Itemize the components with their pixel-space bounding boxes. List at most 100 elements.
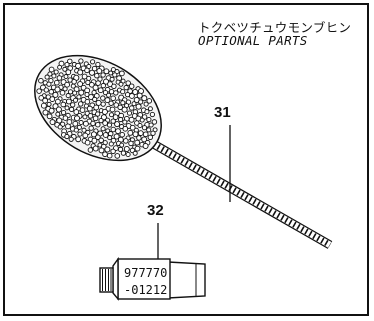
bristle xyxy=(120,150,127,156)
bristle xyxy=(71,78,77,85)
bristle xyxy=(98,137,104,144)
bristle xyxy=(62,66,68,72)
bristle xyxy=(60,109,67,116)
bristle xyxy=(79,107,86,113)
bristle xyxy=(36,88,42,94)
bristle xyxy=(82,114,88,120)
bristle xyxy=(55,111,61,117)
bristle xyxy=(75,136,82,143)
bristle xyxy=(92,145,99,152)
bristle xyxy=(90,120,96,127)
bristle xyxy=(85,79,91,86)
bristle xyxy=(134,139,141,146)
bristle xyxy=(77,131,83,137)
bristle xyxy=(114,153,121,159)
bristle xyxy=(73,109,80,115)
bristle-texture xyxy=(36,58,158,159)
bristle xyxy=(121,106,128,113)
bristle xyxy=(132,150,138,156)
bristle xyxy=(91,65,98,72)
bristle xyxy=(84,67,90,74)
bristle xyxy=(128,140,134,147)
bristle xyxy=(92,96,98,103)
bristle xyxy=(138,99,144,105)
bristle xyxy=(47,71,53,77)
bristle xyxy=(48,89,55,95)
bristle xyxy=(93,104,100,111)
bristle xyxy=(42,97,48,104)
bristle xyxy=(95,134,101,141)
bristle xyxy=(118,116,124,123)
bristle xyxy=(112,114,119,120)
callout-32: 32 xyxy=(147,202,164,219)
bristle xyxy=(40,102,47,109)
bristle xyxy=(98,117,104,124)
bristle xyxy=(64,133,70,140)
bristle xyxy=(38,77,44,84)
bristle xyxy=(106,122,113,128)
bristle xyxy=(123,138,129,144)
bristle xyxy=(63,74,69,79)
bristle xyxy=(142,143,149,149)
bristle xyxy=(84,139,91,146)
bristle xyxy=(81,127,87,133)
bristle xyxy=(82,120,89,127)
bristle xyxy=(95,61,101,68)
bristle xyxy=(65,98,72,105)
bristle xyxy=(111,83,117,90)
bristle xyxy=(113,90,119,96)
bristle xyxy=(53,79,60,86)
bristle xyxy=(53,69,59,75)
bristle xyxy=(70,102,76,108)
bristle xyxy=(62,86,68,92)
bristle xyxy=(120,100,126,106)
brush-head xyxy=(34,54,162,162)
bristle xyxy=(75,62,82,69)
bristle xyxy=(146,127,152,133)
bristle xyxy=(104,97,111,104)
bristle xyxy=(95,80,101,86)
bristle xyxy=(100,72,106,78)
bristle xyxy=(148,122,154,128)
bristle xyxy=(76,124,82,130)
bristle xyxy=(48,66,55,73)
tube xyxy=(99,256,206,301)
bristle xyxy=(108,141,114,147)
bristle xyxy=(122,125,129,132)
bristle xyxy=(38,95,44,101)
bristle xyxy=(147,134,154,141)
bristle xyxy=(127,130,134,136)
tube-cap xyxy=(99,267,114,293)
bristle xyxy=(92,84,99,91)
bristle xyxy=(72,120,79,127)
bristle xyxy=(73,115,81,122)
bristle xyxy=(86,75,92,81)
bristle xyxy=(104,146,111,153)
bristle xyxy=(123,84,129,91)
bristle xyxy=(86,105,93,112)
bristle xyxy=(55,106,62,113)
bristle xyxy=(78,58,84,64)
bristle xyxy=(110,126,116,133)
bristle xyxy=(103,78,109,85)
bristle xyxy=(143,101,149,107)
bristle xyxy=(88,125,94,131)
bristle xyxy=(88,69,96,76)
bristle xyxy=(108,70,114,76)
bristle xyxy=(136,92,143,99)
bristle xyxy=(125,151,131,158)
bristle xyxy=(49,119,56,126)
bristle xyxy=(87,113,94,119)
bristle xyxy=(151,119,158,125)
bristle xyxy=(129,93,135,99)
bristle xyxy=(114,121,121,128)
bristle xyxy=(42,109,49,116)
bristle xyxy=(46,101,52,107)
brush-handle xyxy=(147,138,333,249)
bristle xyxy=(92,115,99,122)
bristle xyxy=(67,58,73,65)
bristle xyxy=(123,146,130,152)
bristle xyxy=(91,137,98,144)
bristle xyxy=(62,115,69,121)
bristle xyxy=(59,89,66,96)
